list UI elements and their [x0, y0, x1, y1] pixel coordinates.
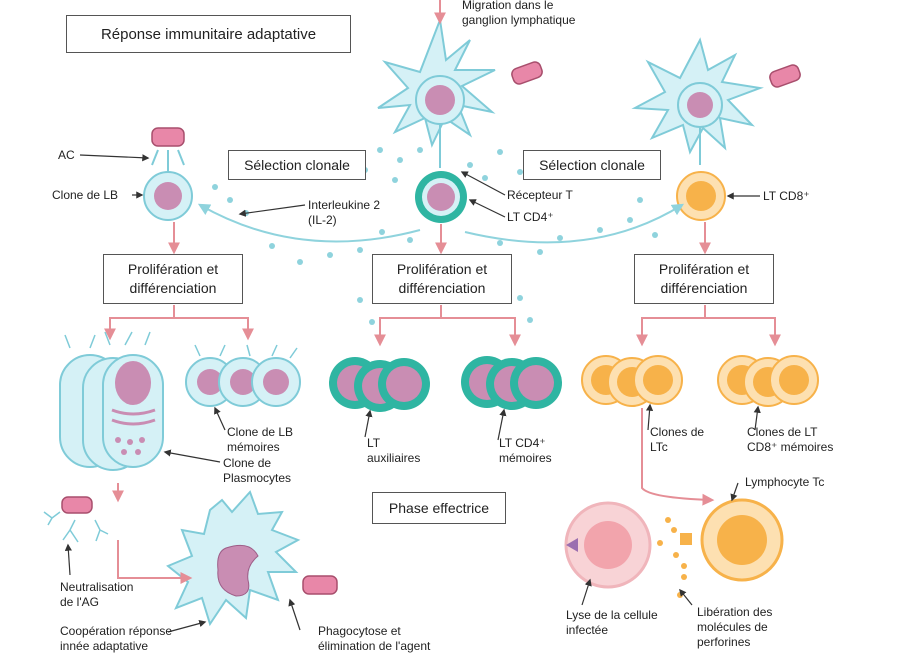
selection-clonale-right-box: Sélection clonale	[523, 150, 661, 180]
macrophage-cell	[166, 490, 301, 627]
prolif-left-line1: Prolifération et	[127, 261, 219, 277]
phase-effectrice-box: Phase effectrice	[372, 492, 506, 524]
antibody-neutralisation	[43, 511, 109, 543]
dendritic-cell-center	[377, 16, 496, 168]
label-ac: AC	[58, 148, 75, 162]
label-clone-plasmocytes: Clone de Plasmocytes	[223, 456, 291, 486]
label-clones-lt-cd8: Clones de LT CD8⁺ mémoires	[747, 425, 833, 455]
liberation-line2: molécules de	[697, 620, 768, 634]
antigen-icon	[61, 61, 801, 595]
prolif-mid-line1: Prolifération et	[396, 261, 488, 277]
selection-clonale-left-box: Sélection clonale	[228, 150, 366, 180]
ltc-line1: Clones de	[650, 425, 705, 439]
cd4-memoires-line1: LT CD4⁺	[499, 436, 546, 450]
page-title: Réponse immunitaire adaptative	[66, 15, 351, 53]
infected-cell	[564, 501, 652, 589]
liberation-line3: perforines	[697, 635, 751, 649]
lyse-line2: infectée	[566, 623, 609, 637]
neutralisation-line2: de l'AG	[60, 595, 99, 609]
lb-memory-cells	[185, 344, 301, 407]
label-clone-lb: Clone de LB	[52, 188, 119, 202]
cd8-memoires-line2: CD8⁺ mémoires	[747, 440, 834, 454]
liberation-line1: Libération des	[697, 605, 773, 619]
prolif-right-line1: Prolifération et	[658, 261, 750, 277]
cd4-memoires-line2: mémoires	[499, 451, 552, 465]
label-neutralisation: Neutralisation de l'AG	[60, 580, 133, 610]
prolif-mid-line2: différenciation	[398, 280, 486, 296]
label-recepteur-t: Récepteur T	[507, 188, 573, 202]
leader-lines	[64, 154, 761, 633]
lb-memoires-line1: Clone de LB	[227, 425, 294, 439]
phagocytose-line2: élimination de l'agent	[318, 639, 431, 653]
label-cooperation: Coopération réponse innée adaptative	[60, 624, 172, 654]
interleukine-line2: (IL-2)	[308, 213, 337, 227]
label-lt-cd4-memoires: LT CD4⁺ mémoires	[499, 436, 552, 466]
phase-text: Phase effectrice	[388, 499, 490, 516]
lt-cd4-memory-cells	[461, 356, 562, 410]
plasmocytes-line1: Clone de	[223, 456, 272, 470]
lt-cd4-cell	[415, 171, 467, 223]
label-interleukine: Interleukine 2 (IL-2)	[308, 198, 380, 228]
proliferation-right-box: Prolifération et différenciation	[634, 254, 774, 304]
phagocytose-line1: Phagocytose et	[318, 624, 401, 638]
label-phagocytose: Phagocytose et élimination de l'agent	[318, 624, 430, 654]
prolif-right-line2: différenciation	[660, 280, 748, 296]
prolif-left-line2: différenciation	[129, 280, 217, 296]
ltc-clone-cells	[581, 355, 683, 407]
label-clone-lb-memoires: Clone de LB mémoires	[227, 425, 293, 455]
proliferation-mid-box: Prolifération et différenciation	[372, 254, 512, 304]
auxiliaires-line1: LT	[367, 436, 381, 450]
plasmocytes-line2: Plasmocytes	[223, 471, 292, 485]
plasmocyte-cells	[59, 331, 164, 471]
auxiliaires-line2: auxiliaires	[367, 451, 421, 465]
selection-left-text: Sélection clonale	[244, 156, 350, 173]
cooperation-line1: Coopération réponse	[60, 624, 173, 638]
label-lyse: Lyse de la cellule infectée	[566, 608, 658, 638]
interleukine-line1: Interleukine 2	[308, 198, 381, 212]
title-text: Réponse immunitaire adaptative	[100, 25, 317, 43]
dendritic-cell-right	[631, 37, 764, 165]
label-lt-cd8: LT CD8⁺	[763, 189, 810, 203]
label-clones-ltc: Clones de LTc	[650, 425, 704, 455]
label-liberation: Libération des molécules de perforines	[697, 605, 772, 650]
cooperation-line2: innée adaptative	[60, 639, 149, 653]
label-lt-cd4: LT CD4⁺	[507, 210, 554, 224]
label-migration: Migration dans le ganglion lymphatique	[462, 0, 575, 28]
lt-cd8-memory-cells	[717, 355, 819, 407]
lymphocyte-tc-cell	[657, 498, 784, 598]
proliferation-left-box: Prolifération et différenciation	[103, 254, 243, 304]
lyse-line1: Lyse de la cellule	[566, 608, 658, 622]
lt-auxiliary-cells	[329, 357, 430, 412]
migration-line2: ganglion lymphatique	[462, 13, 576, 27]
neutralisation-line1: Neutralisation	[60, 580, 134, 594]
selection-right-text: Sélection clonale	[539, 156, 645, 173]
lt-cd8-cell	[676, 171, 726, 221]
ltc-line2: LTc	[650, 440, 668, 454]
cd8-memoires-line1: Clones de LT	[747, 425, 818, 439]
migration-line1: Migration dans le	[462, 0, 554, 12]
label-lymphocyte-tc: Lymphocyte Tc	[745, 475, 825, 489]
lb-memoires-line2: mémoires	[227, 440, 280, 454]
label-lt-auxiliaires: LT auxiliaires	[367, 436, 420, 466]
clone-lb-cell	[143, 149, 193, 221]
